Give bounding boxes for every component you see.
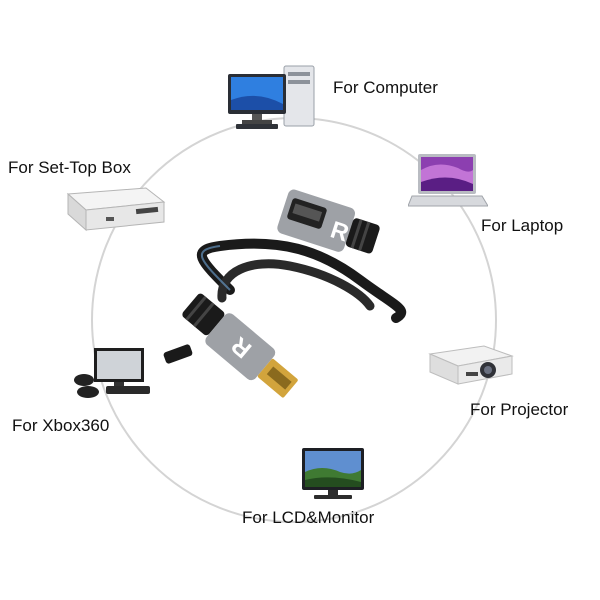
label-computer: For Computer [333,78,438,97]
label-lcd-monitor: For LCD&Monitor [242,508,375,527]
hdmi-cable-icon: R R [163,189,407,398]
monitor-icon [302,448,364,499]
console-icon [74,348,150,398]
laptop-icon [408,154,488,207]
label-settop-box: For Set-Top Box [8,158,131,177]
label-laptop: For Laptop [481,216,564,235]
label-xbox: For Xbox360 [12,416,110,435]
label-projector: For Projector [470,400,569,419]
computer-icon [228,65,315,129]
settop-box-icon [66,187,166,232]
projector-icon [428,345,514,385]
